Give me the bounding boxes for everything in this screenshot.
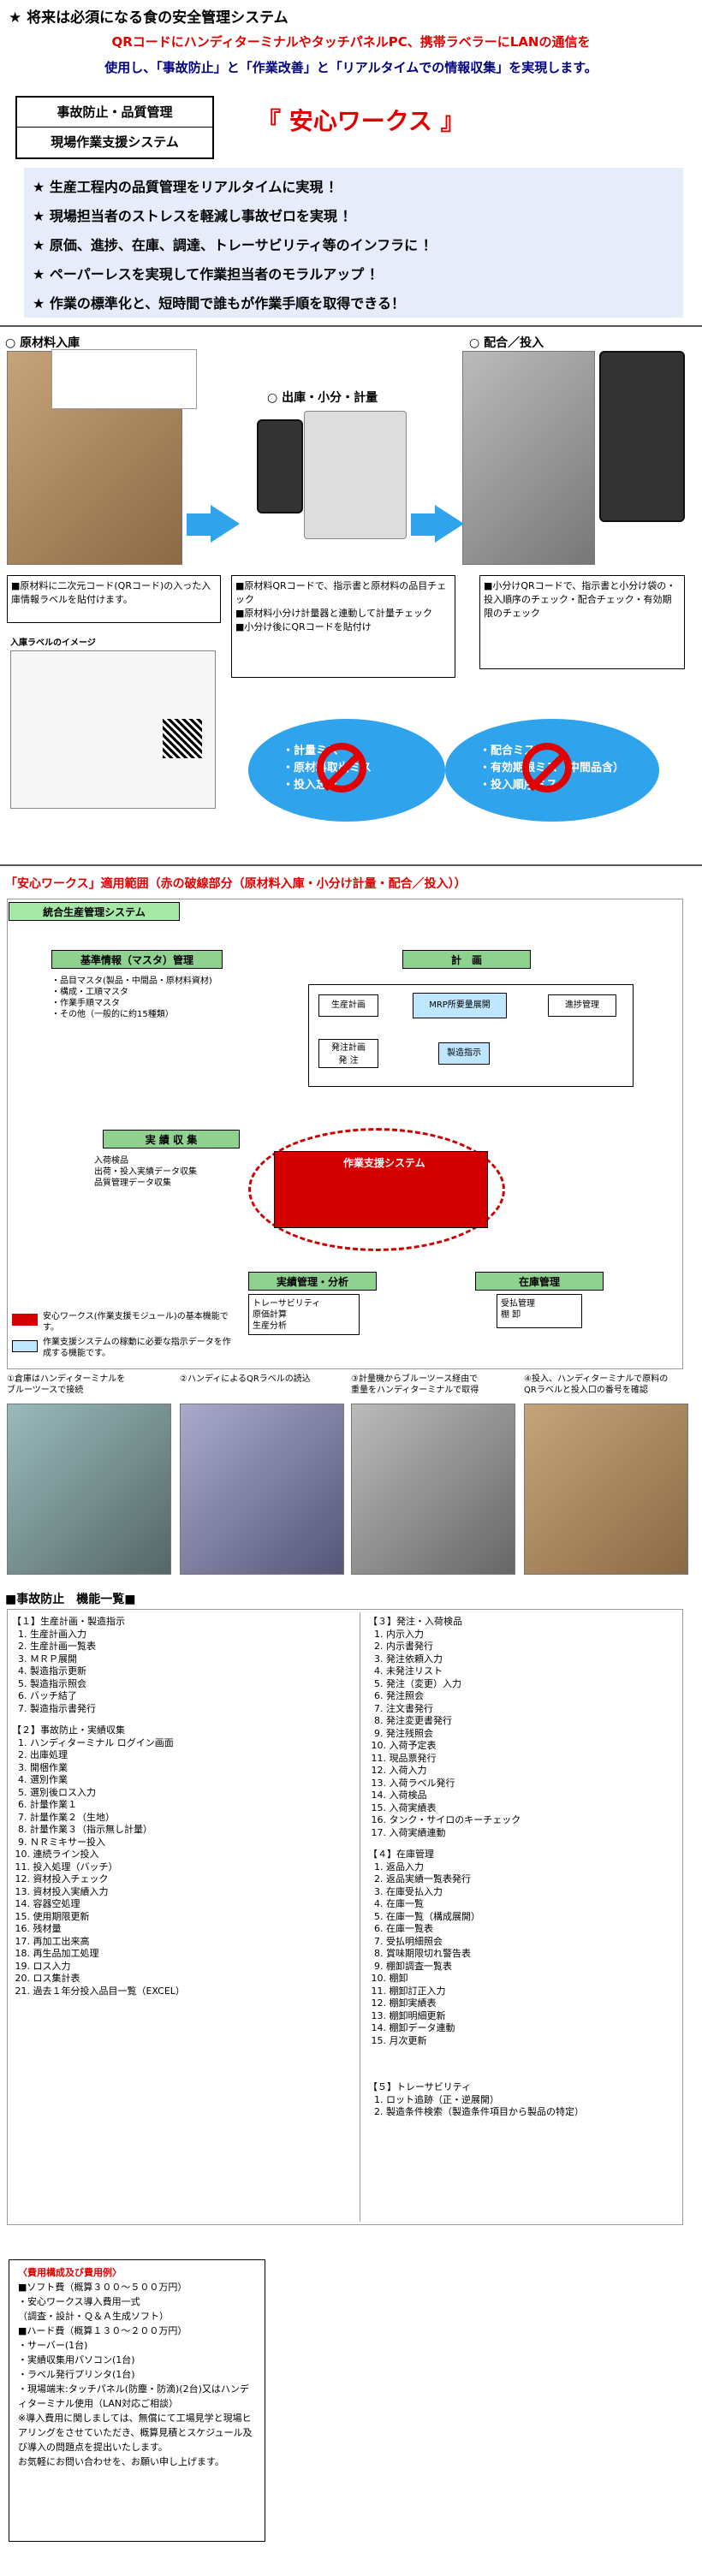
plan-label: 計 画 bbox=[402, 950, 531, 969]
legend2: 作業支援システムの稼動に必要な指示データを作成する機能です。 bbox=[43, 1338, 231, 1358]
lead-line2: 使用し、「事故防止」と「作業改善」と「リアルタイムでの情報収集」を実現します。 bbox=[104, 60, 598, 75]
divider bbox=[0, 325, 702, 327]
miss-item: ・配合ミス bbox=[479, 745, 536, 757]
scope-oval bbox=[248, 1128, 505, 1251]
func-col3: 【３】発注・入荷検品 1. 内示入力 2. 内示書発行 3. 発注依頼入力 4.… bbox=[368, 1616, 521, 1838]
product-title: 『 安心ワークス 』 bbox=[257, 107, 465, 135]
system-label: 統合生産管理システム bbox=[9, 902, 180, 921]
step-weigh: ○ 出庫・小分・計量 bbox=[267, 391, 378, 405]
feature-item: ★ 原価、進捗、在庫、調達、トレーサビリティ等のインフラに ！ bbox=[33, 237, 437, 253]
arrow-right-icon bbox=[211, 505, 240, 543]
blend-photo bbox=[462, 351, 595, 565]
caption4: ④投入、ハンディターミナルで原料の QRラベルと投入口の番号を確認 bbox=[524, 1374, 669, 1395]
caption2: ②ハンディによるQRラベルの読込 bbox=[180, 1374, 311, 1384]
legend-swatch-red bbox=[12, 1314, 38, 1326]
prod-plan: 生産計画 bbox=[318, 994, 378, 1017]
scope-title: 「安心ワークス」適用範囲（赤の破線部分（原材料入庫・小分け計量・配合／投入）） bbox=[5, 877, 467, 891]
anshin-label: 作業支援システム bbox=[343, 1157, 425, 1169]
anshin-module: 作業支援システム bbox=[274, 1151, 488, 1228]
estimate-line: ■ソフト費（概算３００～５００万円） bbox=[18, 2282, 187, 2293]
collect-items: 入荷検品 出荷・投入実績データ収集 品質管理データ収集 bbox=[94, 1156, 197, 1188]
step-receive: ○ 原材料入庫 bbox=[5, 336, 80, 350]
estimate-line: ・ラベル発行プリンタ(1台) bbox=[18, 2369, 135, 2380]
scale-icon bbox=[304, 411, 407, 539]
estimate-title: 〈費用構成及び費用例〉 bbox=[18, 2267, 122, 2278]
func-col5: 【５】トレーサビリティ 1. ロット追跡（正・逆展開） 2. 製造条件検索（製造… bbox=[368, 2081, 584, 2117]
handy-terminal-icon bbox=[599, 351, 685, 522]
site-photo bbox=[180, 1404, 344, 1575]
feature-item: ★ 生産工程内の品質管理をリアルタイムに実現 ！ bbox=[33, 179, 342, 195]
estimate-line: お気軽にお問い合わせを、お願い申し上げます。 bbox=[18, 2456, 224, 2467]
handy-terminal-icon bbox=[257, 419, 303, 513]
estimate-line: （調査・設計・Ｑ＆Ａ生成ソフト） bbox=[18, 2311, 169, 2322]
master-label: 基準情報（マスタ）管理 bbox=[51, 950, 223, 969]
mrp: MRP所要量展開 bbox=[413, 993, 507, 1018]
header-line: ★ 将来は必須になる食の安全管理システム bbox=[9, 9, 289, 27]
caption3: ③計量機からブルーツース経由で 重量をハンディターミナルで取得 bbox=[351, 1374, 479, 1395]
site-photo bbox=[524, 1404, 688, 1575]
estimate-line: ・サーバー(1台) bbox=[18, 2340, 88, 2351]
estimate-line: ・現場端末:タッチパネル(防塵・防滴)(2台)又はハンディターミナル使用（LAN… bbox=[18, 2383, 249, 2409]
collect-label: 実 績 収 集 bbox=[103, 1130, 240, 1149]
prohibit-icon bbox=[522, 743, 572, 792]
progress: 進捗管理 bbox=[548, 994, 616, 1017]
estimate-box: 〈費用構成及び費用例〉 ■ソフト費（概算３００～５００万円） ・安心ワークス導入… bbox=[9, 2259, 265, 2542]
purchase-plan: 発注計画 発 注 bbox=[318, 1039, 378, 1068]
estimate-line: ・実績収集用パソコン(1台) bbox=[18, 2354, 135, 2365]
legend1: 安心ワークス(作業支援モジュール)の基本機能です。 bbox=[43, 1312, 229, 1333]
lead-line1: QRコードにハンディターミナルやタッチパネルPC、携帯ラベラーにLANの通信を bbox=[111, 34, 591, 50]
prohibit-icon bbox=[317, 743, 366, 792]
miss-oval-right: ・配合ミス ・有効期限ミス（中間品含） ・投入順序ミス bbox=[445, 719, 659, 822]
step-blend: ○ 配合／投入 bbox=[469, 336, 544, 350]
label-title: 入庫ラベルのイメージ bbox=[10, 638, 96, 648]
func-title: ■事故防止 機能一覧■ bbox=[5, 1593, 136, 1606]
feature-item: ★ 現場担当者のストレスを軽減し事故ゼロを実現 ！ bbox=[33, 208, 356, 224]
system-box: 事故防止・品質管理 現場作業支援システム bbox=[15, 96, 214, 159]
desc-receive: ■原材料に二次元コード(QRコード)の入った入庫情報ラベルを貼付けます。 bbox=[7, 575, 221, 623]
scope-frame bbox=[7, 899, 683, 1369]
arrow-right-icon bbox=[435, 505, 464, 543]
lead-text: QRコードにハンディターミナルやタッチパネルPC、携帯ラベラーにLANの通信を … bbox=[9, 29, 693, 80]
stock-label: 在庫管理 bbox=[475, 1272, 604, 1291]
estimate-line: ※導入費用に関しましては、無償にて工場見学と現場ヒアリングをさせていただき、概算… bbox=[18, 2413, 253, 2453]
caption1: ①倉庫はハンディターミナルを ブルーツースで接続 bbox=[7, 1374, 126, 1395]
estimate-line: ■ハード費（概算１３０～２００万円） bbox=[18, 2325, 187, 2336]
system-box-line1: 事故防止・品質管理 bbox=[17, 98, 212, 128]
stock-items: 受払管理 棚 卸 bbox=[497, 1294, 582, 1328]
legend-swatch-blue bbox=[12, 1340, 38, 1352]
estimate-line: ・安心ワークス導入費用一式 bbox=[18, 2296, 140, 2307]
feature-item: ★ 作業の標準化と、短時間で誰もが作業手順を取得できる！ bbox=[33, 295, 405, 312]
analysis-label: 実績管理・分析 bbox=[248, 1272, 377, 1291]
mfg-order: 製造指示 bbox=[438, 1042, 490, 1065]
master-items: ・品目マスタ(製品・中間品・原材料資材) ・構成・工順マスタ ・作業手順マスタ … bbox=[51, 976, 212, 1019]
miss-oval-left: ・計量ミス ・原材料取出ミス ・投入忘れ bbox=[248, 719, 445, 822]
site-photo bbox=[351, 1404, 515, 1575]
feature-list: ★ 生産工程内の品質管理をリアルタイムに実現 ！ ★ 現場担当者のストレスを軽減… bbox=[24, 168, 683, 318]
func-col1: 【１】生産計画・製造指示 1. 生産計画入力 2. 生産計画一覧表 3. ＭＲＰ… bbox=[12, 1616, 125, 1714]
divider bbox=[0, 864, 702, 866]
label-thumb bbox=[51, 349, 197, 409]
feature-item: ★ ペーパーレスを実現して作業担当者のモラルアップ ！ bbox=[33, 266, 383, 282]
qr-code-icon bbox=[163, 719, 202, 758]
site-photo bbox=[7, 1404, 171, 1575]
desc-blend: ■小分けQRコードで、指示書と小分け袋の・投入順序のチェック・配合チェック・有効… bbox=[479, 575, 685, 669]
func-col2: 【２】事故防止・実績収集 1. ハンディターミナル ログイン画面 2. 出庫処理… bbox=[12, 1724, 185, 1997]
desc-weigh: ■原材料QRコードで、指示書と原材料の品目チェック ■原材料小分け計量器と連動し… bbox=[231, 575, 455, 678]
system-box-line2: 現場作業支援システム bbox=[51, 134, 179, 150]
func-col4: 【４】在庫管理 1. 返品入力 2. 返品実績一覧表発行 3. 在庫受払入力 4… bbox=[368, 1849, 480, 2046]
func-frame bbox=[7, 1609, 683, 2225]
analysis-items: トレーサビリティ 原価計算 生産分析 bbox=[248, 1294, 360, 1335]
